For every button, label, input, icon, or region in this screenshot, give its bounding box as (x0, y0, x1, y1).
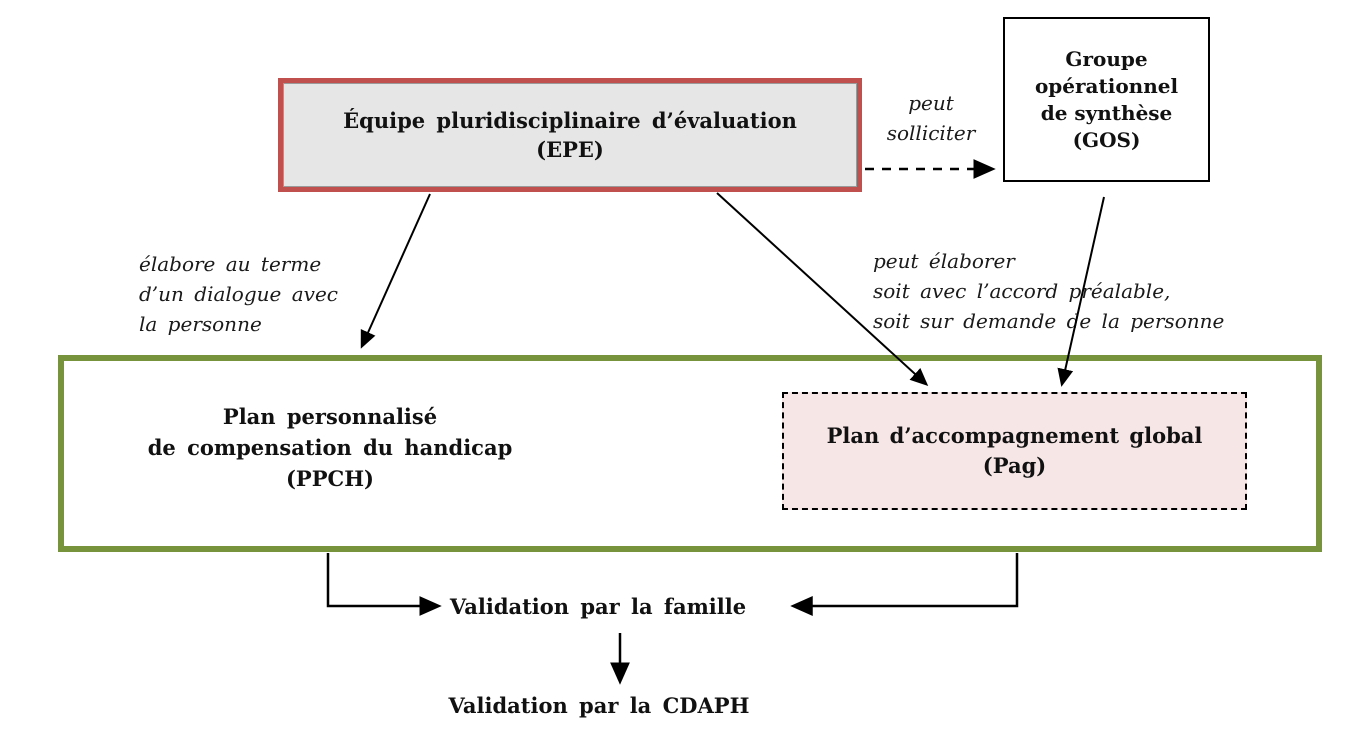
pag-box: Plan d’accompagnement global (Pag) (782, 392, 1247, 510)
edge-label-peut-solliciter-line1: peut (908, 91, 954, 115)
arrow-pag-to-famille (790, 553, 1019, 616)
validation-famille-label: Validation par la famille (449, 594, 747, 619)
edge-label-elabore: élabore au terme d’un dialogue avec la p… (139, 249, 399, 339)
edge-label-elabore-line1: élabore au terme (139, 252, 322, 276)
epe-box: Équipe pluridisciplinaire d’évaluation (… (278, 78, 862, 192)
ppch-label: Plan personnalisé de compensation du han… (90, 401, 570, 494)
ppch-label-line3: (PPCH) (285, 466, 374, 491)
edge-label-peut-elaborer-line2: soit avec l’accord préalable, (873, 279, 1171, 303)
gos-label-line3: de synthèse (1040, 100, 1173, 125)
edge-label-peut-solliciter: peut solliciter (860, 88, 1002, 148)
edge-label-peut-elaborer: peut élaborer soit avec l’accord préalab… (873, 246, 1263, 336)
pag-label-line1: Plan d’accompagnement global (826, 423, 1203, 448)
pag-label-line2: (Pag) (982, 453, 1047, 478)
epe-label-line1: Équipe pluridisciplinaire d’évaluation (343, 108, 797, 133)
edge-label-elabore-line2: d’un dialogue avec (139, 282, 338, 306)
edge-label-peut-elaborer-line3: soit sur demande de la personne (873, 309, 1225, 333)
gos-label-line4: (GOS) (1072, 127, 1141, 152)
ppch-label-line1: Plan personnalisé (222, 404, 438, 429)
gos-box: Groupe opérationnel de synthèse (GOS) (1003, 17, 1210, 182)
edge-label-elabore-line3: la personne (139, 312, 262, 336)
gos-label-line2: opérationnel (1034, 73, 1179, 98)
validation-cdaph-label: Validation par la CDAPH (448, 693, 750, 718)
arrow-ppch-to-famille (326, 553, 442, 616)
epe-label-line2: (EPE) (536, 137, 604, 162)
gos-label-line1: Groupe (1065, 46, 1148, 71)
edge-label-peut-solliciter-line2: solliciter (886, 121, 976, 145)
ppch-label-line2: de compensation du handicap (147, 435, 513, 460)
edge-label-peut-elaborer-line1: peut élaborer (873, 249, 1015, 273)
